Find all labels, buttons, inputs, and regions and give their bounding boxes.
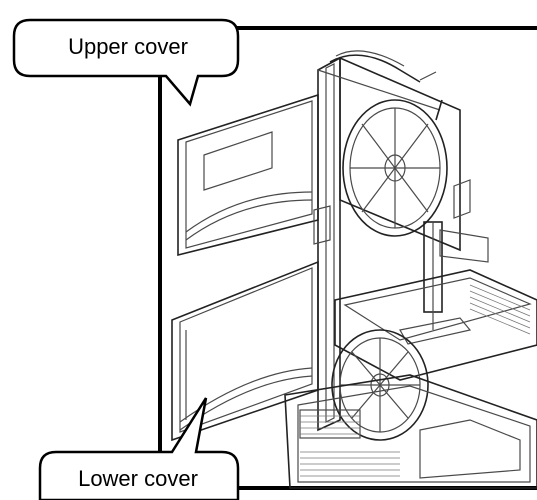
lower-wheel-drawing (331, 329, 429, 441)
callout-upper-cover-label: Upper cover (68, 34, 188, 59)
work-table-drawing (334, 269, 537, 381)
bandsaw-illustration (171, 50, 537, 489)
callout-lower-cover: Lower cover (38, 397, 240, 500)
blade-guide-drawing (313, 179, 489, 330)
lower-cover-drawing (171, 260, 319, 442)
saw-frame-drawing (317, 50, 461, 432)
diagram-frame (158, 26, 537, 490)
base-housing-drawing (284, 374, 537, 489)
callout-upper-cover: Upper cover (12, 18, 240, 107)
upper-cover-drawing (177, 93, 319, 257)
callout-lower-cover-label: Lower cover (78, 466, 198, 491)
upper-wheel-drawing (342, 99, 448, 237)
